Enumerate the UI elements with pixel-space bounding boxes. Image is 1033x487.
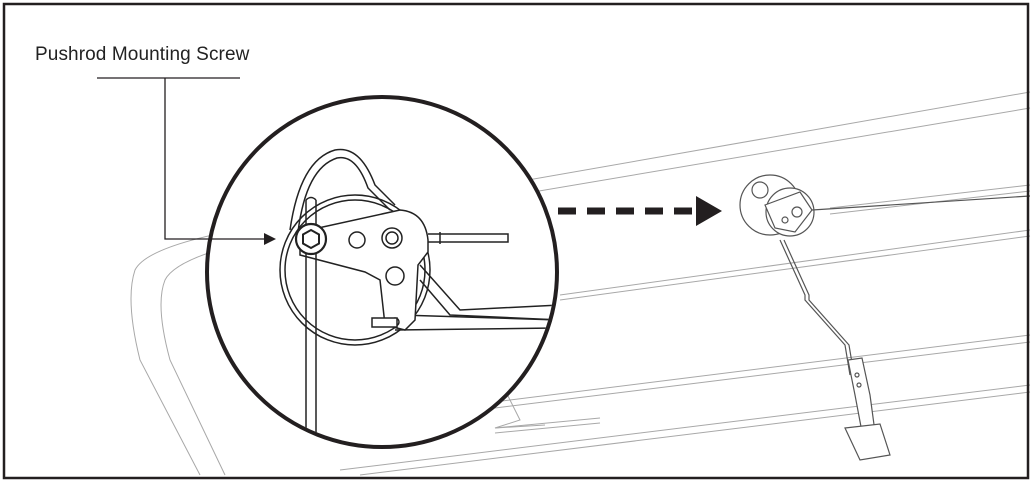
bottom-hinge-2 — [494, 422, 601, 434]
figure-frame — [2, 2, 1030, 480]
lower-edge-1 — [339, 384, 1031, 471]
pushrod-line-1 — [829, 184, 1031, 209]
lower-edge-2 — [359, 391, 1031, 476]
mid-edge-2 — [429, 341, 1031, 417]
arrow-right-icon — [696, 196, 722, 226]
bottom-hinge — [494, 417, 601, 429]
callout-leader — [97, 77, 270, 240]
servo-horn — [299, 209, 429, 331]
hex-socket-screw-icon — [294, 222, 328, 256]
dashed-pointer — [558, 196, 722, 226]
magnified-detail — [205, 95, 559, 449]
callout-label: Pushrod Mounting Screw — [35, 44, 250, 65]
servo-assembly-small — [739, 174, 1031, 461]
left-bracket — [494, 379, 546, 429]
servo-disk — [279, 194, 431, 346]
mid-edge-1 — [429, 334, 1031, 411]
upper-edge-2 — [559, 235, 1031, 301]
upper-edge-1 — [559, 229, 1031, 296]
cam-loop — [289, 148, 396, 231]
leader-arrow-icon — [264, 233, 276, 245]
